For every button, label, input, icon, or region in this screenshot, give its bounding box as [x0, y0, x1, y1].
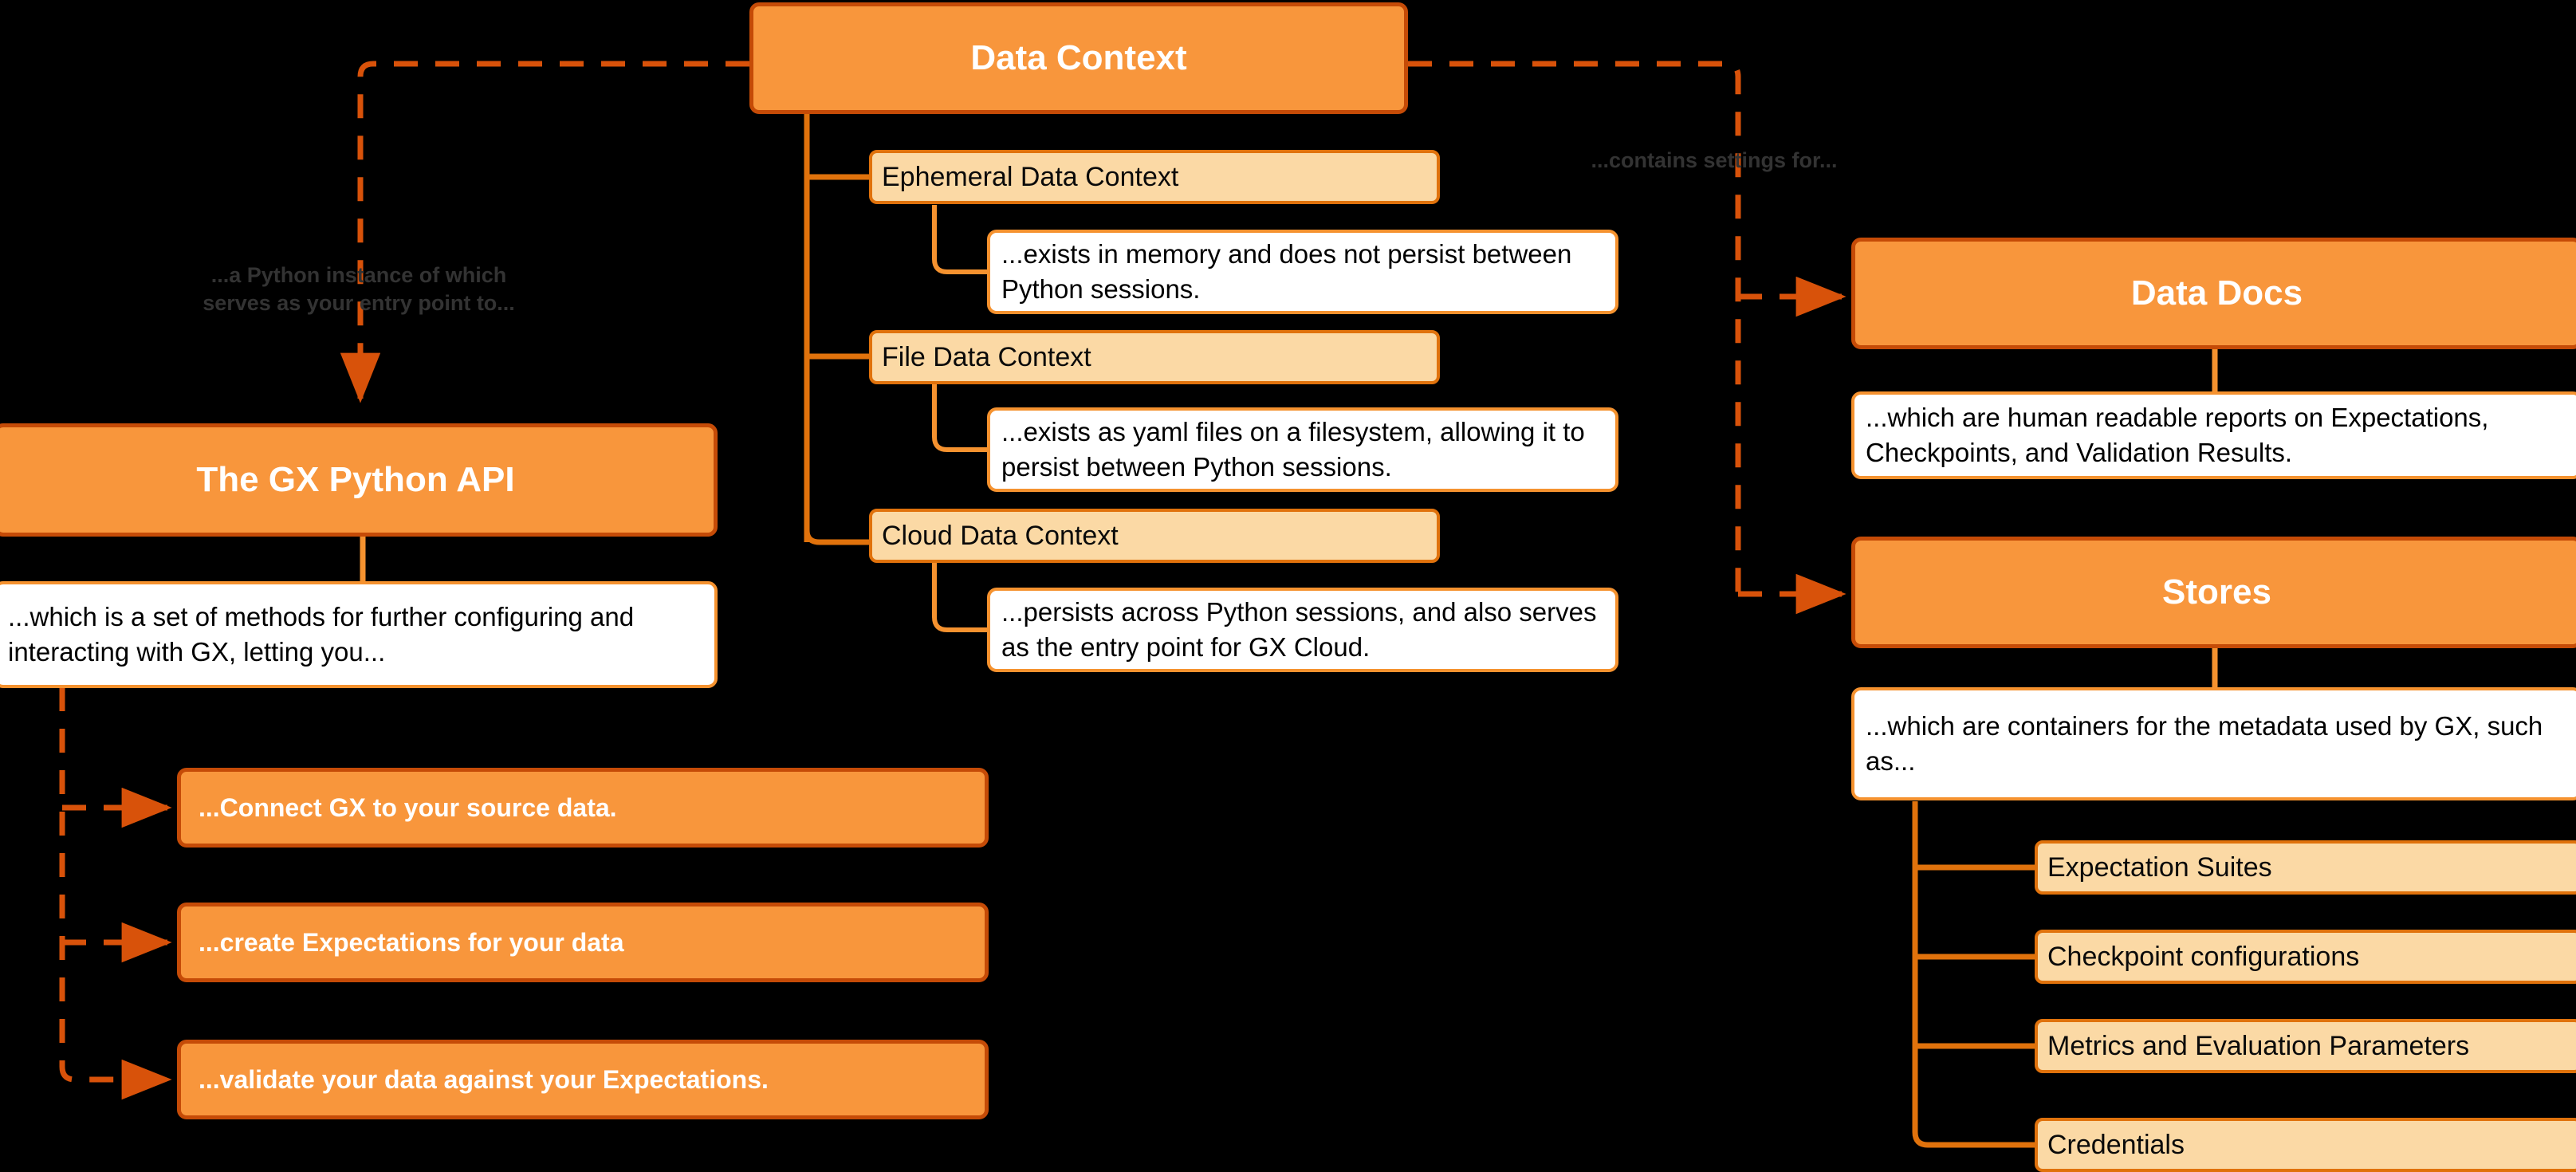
node-action-create-expectations[interactable]: ...create Expectations for your data [177, 903, 989, 982]
node-store-item-checkpoint-configurations[interactable]: Checkpoint configurations [2035, 930, 2576, 984]
node-ephemeral-desc-text: ...exists in memory and does not persist… [1001, 239, 1572, 304]
node-action-connect[interactable]: ...Connect GX to your source data. [177, 768, 989, 848]
node-gx-python-api-label: The GX Python API [196, 459, 515, 499]
node-action-connect-label: ...Connect GX to your source data. [199, 792, 617, 822]
node-store-item-checkpoint-configurations-label: Checkpoint configurations [2047, 941, 2360, 972]
node-store-item-credentials[interactable]: Credentials [2035, 1118, 2576, 1172]
node-store-item-metrics-label: Metrics and Evaluation Parameters [2047, 1030, 2470, 1061]
node-action-validate-data[interactable]: ...validate your data against your Expec… [177, 1040, 989, 1119]
node-stores[interactable]: Stores [1851, 537, 2576, 648]
node-ephemeral-data-context-label: Ephemeral Data Context [882, 161, 1179, 192]
node-cloud-data-context[interactable]: Cloud Data Context [869, 509, 1440, 563]
node-file-data-context[interactable]: File Data Context [869, 330, 1440, 384]
node-ephemeral-desc: ...exists in memory and does not persist… [987, 230, 1618, 314]
edge-label-to-python-api: ...a Python instance of which serves as … [120, 233, 598, 318]
node-file-desc: ...exists as yaml files on a filesystem,… [987, 407, 1618, 492]
node-cloud-desc: ...persists across Python sessions, and … [987, 588, 1618, 672]
node-store-item-expectation-suites[interactable]: Expectation Suites [2035, 840, 2576, 895]
node-gx-python-api-desc: ...which is a set of methods for further… [0, 581, 718, 688]
node-action-validate-data-label: ...validate your data against your Expec… [199, 1064, 769, 1094]
node-store-item-credentials-label: Credentials [2047, 1129, 2185, 1160]
node-file-data-context-label: File Data Context [882, 341, 1091, 372]
node-data-docs-desc-text: ...which are human readable reports on E… [1866, 403, 2489, 467]
node-store-item-expectation-suites-label: Expectation Suites [2047, 851, 2272, 883]
node-data-context[interactable]: Data Context [749, 2, 1408, 114]
node-data-docs-desc: ...which are human readable reports on E… [1851, 391, 2576, 479]
node-data-docs-label: Data Docs [2130, 273, 2303, 313]
node-stores-desc: ...which are containers for the metadata… [1851, 687, 2576, 800]
node-stores-desc-text: ...which are containers for the metadata… [1866, 711, 2543, 776]
node-store-item-metrics[interactable]: Metrics and Evaluation Parameters [2035, 1019, 2576, 1073]
edge-label-contains-settings-text: ...contains settings for... [1591, 147, 1838, 172]
node-cloud-data-context-label: Cloud Data Context [882, 520, 1119, 551]
edge-label-to-python-api-text: ...a Python instance of which serves as … [203, 262, 515, 316]
node-data-docs[interactable]: Data Docs [1851, 238, 2576, 349]
node-cloud-desc-text: ...persists across Python sessions, and … [1001, 597, 1597, 662]
node-stores-label: Stores [2162, 572, 2271, 612]
node-data-context-label: Data Context [970, 37, 1187, 77]
node-gx-python-api[interactable]: The GX Python API [0, 423, 718, 537]
node-ephemeral-data-context[interactable]: Ephemeral Data Context [869, 150, 1440, 204]
node-file-desc-text: ...exists as yaml files on a filesystem,… [1001, 417, 1585, 482]
node-action-create-expectations-label: ...create Expectations for your data [199, 927, 624, 957]
node-gx-python-api-desc-text: ...which is a set of methods for further… [8, 602, 635, 667]
edge-label-contains-settings: ...contains settings for... [1499, 118, 1929, 175]
